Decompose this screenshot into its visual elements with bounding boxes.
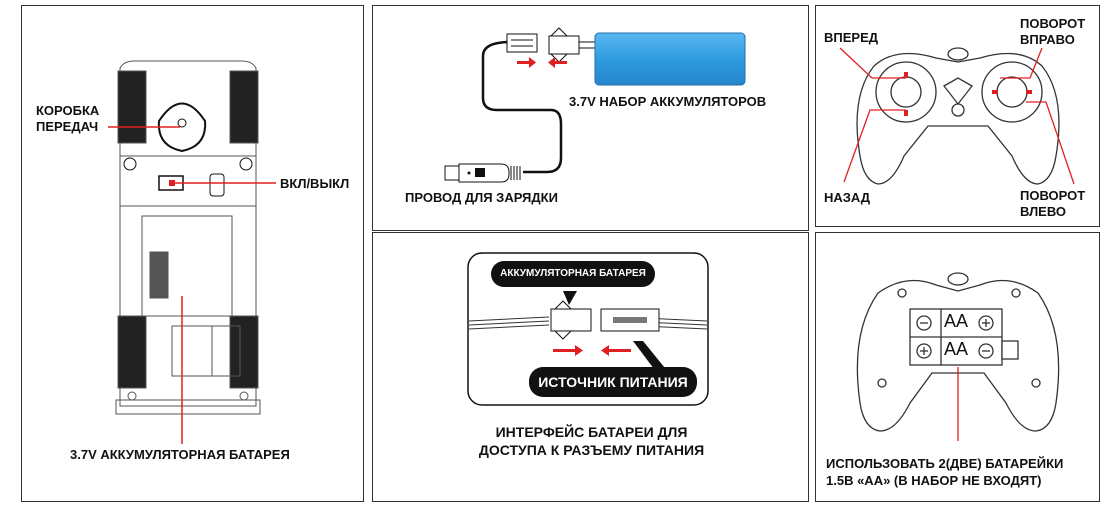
truck-chassis-illustration <box>108 60 276 444</box>
left-joystick <box>890 76 922 108</box>
leader-lines <box>108 126 276 444</box>
controller-back-panel: AA AA ИСПОЛЬЗОВАТЬ 2(ДВЕ) БАТАРЕЙКИ 1.5В… <box>815 232 1100 502</box>
usb-plug-tip <box>444 165 460 181</box>
turn-left-label: ПОВОРОТ ВЛЕВО <box>1020 188 1086 219</box>
controller-front-panel: ВПЕРЕД НАЗАД ПОВОРОТ ВПРАВО ПОВОРОТ ВЛЕВ… <box>815 5 1100 227</box>
battery-requirement-caption: ИСПОЛЬЗОВАТЬ 2(ДВЕ) БАТАРЕЙКИ 1.5В «АА» … <box>826 456 1064 488</box>
battery-slot-1: AA <box>944 311 969 331</box>
front-right-wheel <box>229 70 259 144</box>
controller-front-illustration <box>839 47 1075 185</box>
charging-panel: 3.7V НАБОР АККУМУЛЯТОРОВ ПРОВОД ДЛЯ ЗАРЯ… <box>372 5 809 231</box>
charger-connector <box>506 33 538 53</box>
power-source-callout: ИСТОЧНИК ПИТАНИЯ <box>529 367 697 397</box>
forward-label: ВПЕРЕД <box>824 30 879 45</box>
battery-side-connector <box>550 308 592 332</box>
gearbox-label: КОРОБКА ПЕРЕДАЧ <box>36 103 100 134</box>
gearbox-shape <box>157 102 207 153</box>
controller-back-illustration <box>856 272 1060 441</box>
rear-right-wheel <box>229 315 259 389</box>
power-switch-label: ВКЛ/ВЫКЛ <box>280 176 350 191</box>
turn-right-label: ПОВОРОТ ВПРАВО <box>1020 16 1086 47</box>
connector-panel: АККУМУЛЯТОРНАЯ БАТАРЕЯ ИСТОЧНИК ПИТАНИЯ … <box>372 232 809 502</box>
charging-illustration <box>444 27 746 183</box>
battery-slot-2: AA <box>944 339 969 359</box>
chassis-panel: КОРОБКА ПЕРЕДАЧ ВКЛ/ВЫКЛ 3.7V АККУМУЛЯТО… <box>21 5 364 502</box>
right-joystick <box>996 76 1028 108</box>
battery-connector <box>548 35 580 55</box>
connect-arrows <box>517 57 567 68</box>
leader-lines <box>839 47 1075 185</box>
connector-caption: ИНТЕРФЕЙС БАТАРЕИ ДЛЯ ДОСТУПА К РАЗЪЕМУ … <box>478 424 705 458</box>
battery-label: 3.7V АККУМУЛЯТОРНАЯ БАТАРЕЯ <box>70 447 290 462</box>
front-left-wheel <box>117 70 147 144</box>
connect-arrows <box>553 345 631 356</box>
charging-cable-label: ПРОВОД ДЛЯ ЗАРЯДКИ <box>405 190 558 205</box>
charging-cable <box>481 40 563 174</box>
battery-pack <box>594 32 746 86</box>
battery-pack-label: 3.7V НАБОР АККУМУЛЯТОРОВ <box>569 94 767 109</box>
rear-left-wheel <box>117 315 147 389</box>
battery-callout: АККУМУЛЯТОРНАЯ БАТАРЕЯ <box>491 261 655 287</box>
battery-cell <box>149 251 169 299</box>
backward-label: НАЗАД <box>824 190 871 205</box>
